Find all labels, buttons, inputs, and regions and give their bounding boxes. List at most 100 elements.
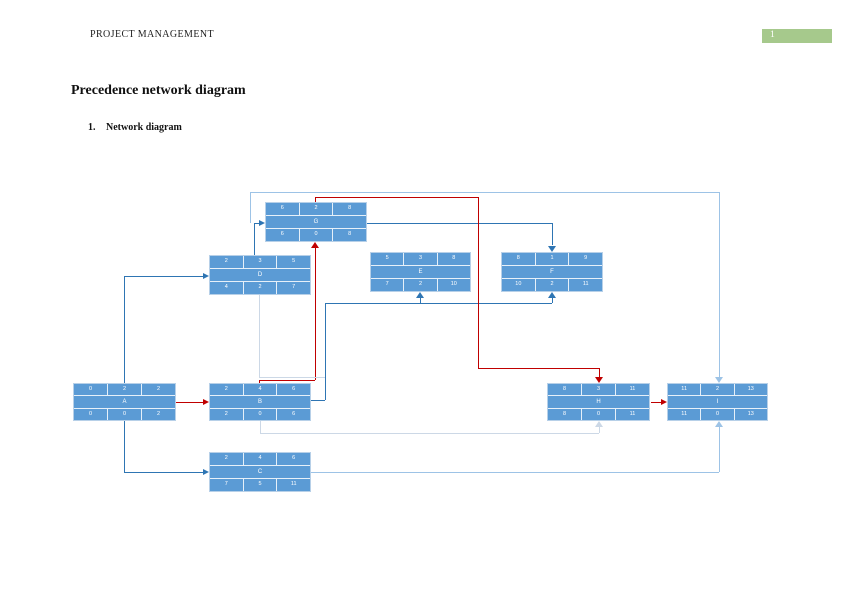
cell-duration: 3 — [403, 253, 436, 265]
connector-c-i — [311, 472, 719, 473]
connector-g-f — [367, 223, 552, 224]
cell-es: 2 — [224, 258, 228, 265]
cell-ef: 13 — [733, 384, 767, 396]
page-number-badge: 1 — [762, 29, 832, 43]
connector-b-g — [259, 380, 315, 381]
connector-b-f — [420, 303, 552, 304]
connector-g-h — [315, 197, 316, 202]
connector-d-i — [250, 192, 251, 223]
node-row: C — [210, 465, 310, 478]
section-heading: 1. Network diagram — [88, 122, 182, 133]
connector-d-g — [254, 223, 259, 224]
cell-es: 8 — [562, 385, 567, 392]
cell-activity: E — [418, 269, 423, 275]
node-row: I — [668, 395, 767, 407]
page-number: 1 — [770, 30, 775, 40]
cell-ef: 11 — [615, 384, 649, 396]
cell-ls: 2 — [224, 410, 228, 417]
connector-g-h — [315, 197, 478, 198]
connector-b-h-arrowhead — [595, 421, 603, 427]
connector-b-g — [259, 380, 260, 383]
cell-es: 2 — [224, 455, 228, 462]
cell-es: 5 — [385, 255, 389, 262]
connector-b-e-arrowhead — [416, 292, 424, 298]
connector-b-g-arrowhead — [311, 242, 319, 248]
cell-activity: F — [550, 269, 554, 275]
cell-ls: 4 — [224, 284, 228, 291]
cell-activity: I — [716, 398, 719, 405]
connector-a-b-arrowhead — [203, 399, 209, 405]
connector-h-i-arrowhead — [661, 399, 667, 405]
connector-g-f — [552, 223, 553, 245]
cell-ls: 7 — [385, 281, 389, 288]
cell-lf: 10 — [436, 279, 470, 291]
cell-ls: 6 — [280, 231, 284, 238]
connector-c-i-arrowhead — [715, 421, 723, 427]
connector-b-g — [315, 248, 316, 380]
cell-float: 0 — [242, 408, 277, 420]
connector-a-d-arrowhead — [203, 273, 209, 279]
connector-a-d — [124, 276, 125, 383]
cell-ls: 10 — [515, 281, 522, 288]
connector-c-i — [719, 427, 720, 472]
node-row: E — [371, 265, 470, 278]
connector-b-h — [599, 427, 600, 433]
cell-es: 2 — [224, 385, 228, 392]
cell-float: 2 — [403, 279, 436, 291]
cell-ls: 0 — [88, 410, 93, 417]
connector-d-g — [254, 223, 255, 255]
cell-duration: 2 — [298, 203, 333, 215]
connector-d-i — [719, 192, 720, 377]
connector-d-g-arrowhead — [259, 220, 265, 226]
node-row: B — [210, 395, 310, 407]
cell-activity: A — [122, 398, 127, 405]
connector-g-h — [478, 197, 479, 368]
connector-a-c — [124, 472, 203, 473]
section-label: Network diagram — [106, 122, 182, 133]
cell-es: 6 — [280, 205, 284, 212]
header-title: PROJECT MANAGEMENT — [90, 29, 214, 40]
connector-g-h — [599, 368, 600, 377]
connector-h-i — [651, 402, 661, 403]
cell-lf: 6 — [276, 408, 310, 420]
cell-float: 5 — [242, 479, 277, 491]
cell-lf: 8 — [332, 229, 366, 241]
connector-g-f-arrowhead — [548, 246, 556, 252]
cell-ef: 2 — [141, 384, 175, 396]
cell-float: 2 — [534, 279, 569, 291]
connector-d-loop — [259, 377, 325, 378]
cell-lf: 2 — [141, 408, 175, 420]
cell-ef: 6 — [276, 453, 310, 465]
connector-b-h — [260, 421, 261, 433]
node-row: G — [266, 215, 366, 228]
cell-duration: 4 — [242, 453, 277, 465]
page-title: Precedence network diagram — [71, 83, 246, 98]
cell-ls: 11 — [681, 410, 688, 417]
cell-float: 2 — [242, 282, 277, 294]
cell-ef: 5 — [276, 256, 310, 268]
connector-g-h-arrowhead — [595, 377, 603, 383]
node-row: D — [210, 268, 310, 281]
cell-activity: H — [596, 398, 601, 405]
cell-float: 0 — [107, 408, 141, 420]
connector-b-e — [311, 400, 325, 401]
connector-b-f — [552, 298, 553, 303]
cell-activity: C — [257, 469, 263, 475]
cell-lf: 11 — [615, 408, 649, 420]
section-number: 1. — [88, 122, 96, 133]
